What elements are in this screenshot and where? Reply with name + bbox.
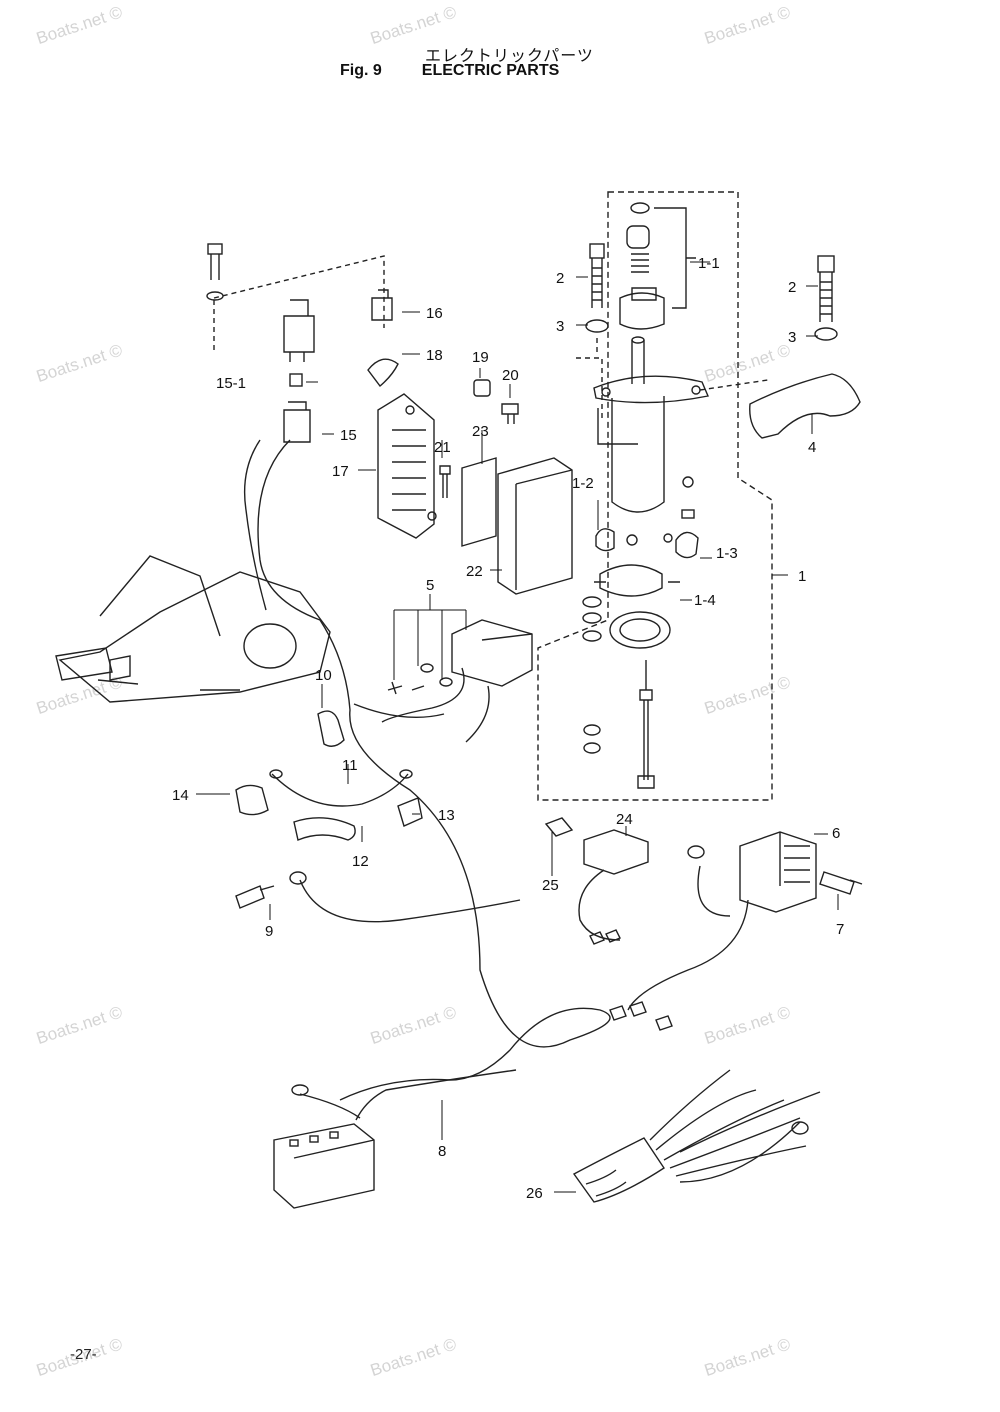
callout-24: 24 bbox=[616, 811, 633, 828]
callout-leaders bbox=[196, 261, 839, 1193]
cap-part-10 bbox=[317, 710, 345, 747]
figure-caption: Fig. 9 ELECTRIC PARTS bbox=[340, 62, 559, 80]
starter-motor-body bbox=[593, 336, 709, 513]
callout-9: 9 bbox=[265, 923, 273, 940]
callout-26: 26 bbox=[526, 1185, 543, 1202]
starter-group-outline bbox=[537, 191, 773, 801]
callout-20: 20 bbox=[502, 367, 519, 384]
battery-cables bbox=[299, 1069, 517, 1121]
japanese-title: エレクトリックパーツ bbox=[425, 46, 594, 65]
callout-1-2: 1-2 bbox=[572, 475, 594, 492]
clip-part-13 bbox=[397, 797, 423, 827]
bolt-part-7 bbox=[819, 871, 863, 895]
bracket-part-4 bbox=[749, 373, 861, 439]
callout-22: 22 bbox=[466, 563, 483, 580]
callout-11: 11 bbox=[342, 757, 358, 774]
callout-13: 13 bbox=[438, 807, 455, 824]
callout-3-left: 3 bbox=[556, 318, 564, 335]
callout-18: 18 bbox=[426, 347, 443, 364]
callout-8: 8 bbox=[438, 1143, 446, 1160]
page-number: -27- bbox=[70, 1346, 97, 1363]
relay-part-16 bbox=[371, 289, 393, 321]
callout-21: 21 bbox=[434, 439, 451, 456]
engine-bracket-illustration bbox=[55, 555, 331, 703]
cable-part-11 bbox=[269, 769, 413, 807]
bolt-part-9 bbox=[235, 885, 275, 909]
wiring-harness-part-8 bbox=[257, 439, 611, 1101]
callout-15: 15 bbox=[340, 427, 357, 444]
callout-1-1: 1-1 bbox=[698, 255, 720, 272]
callout-4: 4 bbox=[808, 439, 816, 456]
fuse-part-15-1 bbox=[289, 373, 303, 387]
bolt-part-2-right bbox=[817, 255, 835, 322]
bolt-top-left bbox=[206, 243, 224, 301]
callout-1-4: 1-4 bbox=[694, 592, 716, 609]
callout-10: 10 bbox=[315, 667, 332, 684]
callout-2-right: 2 bbox=[788, 279, 796, 296]
nut-part-19 bbox=[473, 379, 491, 397]
connectors-regulator bbox=[609, 1001, 673, 1031]
callout-14: 14 bbox=[172, 787, 189, 804]
battery bbox=[273, 1123, 375, 1209]
brush-holder-assembly bbox=[594, 476, 699, 649]
callout-1: 1 bbox=[798, 568, 806, 585]
callout-17: 17 bbox=[332, 463, 349, 480]
callout-16: 16 bbox=[426, 305, 443, 322]
callout-12: 12 bbox=[352, 853, 369, 870]
callout-23: 23 bbox=[472, 423, 489, 440]
connectors-key-switch bbox=[589, 929, 621, 945]
ignition-unit-part-5 bbox=[381, 619, 533, 743]
callout-25: 25 bbox=[542, 877, 559, 894]
screw-part-20 bbox=[501, 403, 519, 424]
figure-title: ELECTRIC PARTS bbox=[421, 62, 560, 79]
pinion-assembly-part-1-1 bbox=[619, 202, 696, 330]
rectifier-part-17 bbox=[377, 393, 437, 539]
callout-2-left: 2 bbox=[556, 270, 564, 287]
callout-6: 6 bbox=[832, 825, 840, 842]
callout-15-1: 15-1 bbox=[216, 375, 246, 392]
washer-stack bbox=[582, 596, 602, 754]
callout-1-3: 1-3 bbox=[716, 545, 738, 562]
relay-part-15 bbox=[283, 401, 311, 443]
cover-part-22 bbox=[497, 457, 573, 595]
boot-part-12 bbox=[293, 817, 356, 841]
harness-part-26 bbox=[572, 1069, 821, 1203]
bolt-part-2-left bbox=[589, 243, 605, 308]
figure-number: Fig. 9 bbox=[340, 62, 382, 79]
cap-part-14 bbox=[235, 784, 269, 816]
key-switch-part-24 bbox=[578, 829, 649, 941]
washer-part-3-right bbox=[814, 327, 838, 341]
callout-7: 7 bbox=[836, 921, 844, 938]
callout-3-right: 3 bbox=[788, 329, 796, 346]
callout-19: 19 bbox=[472, 349, 489, 366]
screws-part-5 bbox=[387, 663, 453, 695]
clip-part-18 bbox=[367, 358, 399, 388]
bolt-part-21 bbox=[439, 465, 451, 498]
insulator-part-23 bbox=[461, 457, 497, 547]
relay-part-15-block bbox=[283, 299, 315, 362]
leader-dash bbox=[576, 338, 603, 418]
callout-labels: 1 1-1 1-2 1-3 1-4 2 2 3 3 4 5 6 7 8 9 10… bbox=[172, 255, 844, 1202]
callout-5: 5 bbox=[426, 577, 434, 594]
regulator-part-6 bbox=[627, 831, 817, 1011]
clip-part-25 bbox=[544, 817, 574, 837]
through-bolt bbox=[637, 660, 655, 789]
washer-part-3-left bbox=[585, 319, 609, 333]
